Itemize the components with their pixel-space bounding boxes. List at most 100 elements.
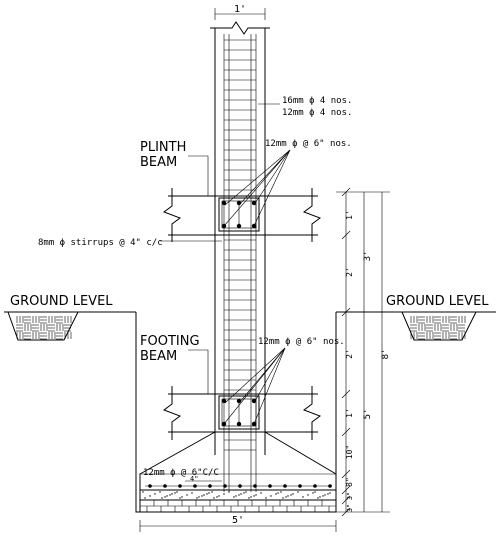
pcc-aggregate	[275, 493, 277, 495]
dim-3in-a: 3"	[346, 492, 354, 500]
ground-level-right: GROUND LEVEL	[336, 294, 496, 341]
pcc-aggregate	[277, 492, 279, 494]
dim-3ft: 3'	[363, 251, 373, 262]
pcc-aggregate	[218, 495, 220, 497]
pcc-aggregate	[223, 493, 225, 495]
pcc-aggregate	[154, 493, 156, 495]
pcc-aggregate	[317, 497, 319, 499]
pcc-aggregate	[287, 495, 289, 497]
mesh-bar-dot	[328, 484, 332, 488]
dim-2ft-a: 2'	[345, 267, 354, 277]
pcc-aggregate	[166, 495, 168, 497]
dim-2ft-b: 2'	[345, 349, 354, 359]
pcc-aggregate	[302, 496, 304, 498]
pcc-aggregate	[238, 494, 240, 496]
pcc-aggregate	[253, 495, 255, 497]
pcc-aggregate	[159, 491, 161, 493]
mesh-bar-dot	[253, 484, 257, 488]
mesh-bar-dot	[298, 484, 302, 488]
pcc-aggregate	[164, 496, 166, 498]
pcc-aggregate	[314, 491, 316, 493]
stirrups-callout: 8mm ϕ stirrups @ 4" c/c	[38, 238, 222, 248]
dim-tick	[341, 485, 351, 495]
dim-8ft: 8'	[381, 349, 391, 360]
pcc-aggregate	[307, 494, 309, 496]
mesh-bar-dot	[178, 484, 182, 488]
mesh-bar-dot	[313, 484, 317, 488]
pcc-aggregate	[282, 497, 284, 499]
dim-3in-b: 3"	[346, 504, 354, 512]
main-bars-text-2: 12mm ϕ 4 nos.	[282, 108, 352, 118]
ground-hatch-right	[410, 316, 466, 340]
dim-1ft-top: 1'	[345, 210, 354, 220]
pcc-aggregate	[312, 492, 314, 494]
footing-beam-bars-text: 12mm ϕ @ 6" nos.	[258, 337, 345, 347]
pcc-aggregate	[181, 496, 183, 498]
pcc-aggregate	[324, 494, 326, 496]
mesh-bar-dot	[208, 484, 212, 488]
mesh-bar-dot	[238, 484, 242, 488]
pcc-aggregate	[329, 492, 331, 494]
pcc-aggregate	[228, 491, 230, 493]
dim-10in: 10"	[345, 445, 354, 459]
pcc-aggregate	[235, 495, 237, 497]
pcc-bed	[142, 491, 331, 499]
pcc-aggregate	[270, 495, 272, 497]
column-width-dimension: 1'	[214, 4, 266, 20]
plinth-label-2: BEAM	[140, 155, 177, 170]
footing-mesh-text: 12mm ϕ @ 6"C/C	[143, 468, 219, 478]
stirrups-text: 8mm ϕ stirrups @ 4" c/c	[38, 238, 163, 248]
pcc-aggregate	[142, 491, 144, 493]
plinth-bars-text: 12mm ϕ @ 6" nos.	[265, 139, 352, 149]
pcc-aggregate	[297, 491, 299, 493]
ground-level-right-text: GROUND LEVEL	[386, 294, 489, 309]
pcc-aggregate	[198, 496, 200, 498]
pcc-aggregate	[216, 496, 218, 498]
pcc-aggregate	[250, 496, 252, 498]
pcc-aggregate	[191, 492, 193, 494]
pcc-aggregate	[327, 493, 329, 495]
pcc-aggregate	[248, 497, 250, 499]
footing-label-1: FOOTING	[140, 334, 200, 349]
main-bars-callout: 16mm ϕ 4 nos. 12mm ϕ 4 nos.	[258, 96, 352, 118]
dim-5ft: 5'	[363, 409, 373, 420]
footing-width-text: 5'	[232, 515, 244, 526]
pcc-aggregate	[196, 497, 198, 499]
ground-level-left-text: GROUND LEVEL	[10, 294, 113, 309]
pcc-aggregate	[322, 495, 324, 497]
pcc-aggregate	[233, 496, 235, 498]
plinth-label-1: PLINTH	[140, 140, 186, 155]
pcc-aggregate	[179, 497, 181, 499]
pcc-aggregate	[319, 496, 321, 498]
column-stirrups	[224, 39, 256, 451]
footing-mesh-bars	[148, 484, 332, 488]
pcc-aggregate	[285, 496, 287, 498]
pcc-aggregate	[176, 491, 178, 493]
brick-soling	[139, 500, 336, 512]
pcc-aggregate	[174, 492, 176, 494]
pcc-aggregate	[201, 495, 203, 497]
pcc-aggregate	[144, 497, 146, 499]
dim-1ft-b: 1'	[345, 408, 354, 418]
footing-bar-spacing-text: 4"	[190, 475, 198, 483]
pcc-aggregate	[290, 494, 292, 496]
dim-tick	[341, 495, 351, 505]
pcc-aggregate	[203, 494, 205, 496]
ground-level-left: GROUND LEVEL	[4, 294, 136, 341]
ground-hatch-left	[16, 316, 72, 340]
pcc-aggregate	[240, 493, 242, 495]
footing-label-2: BEAM	[140, 349, 177, 364]
pcc-aggregate	[255, 494, 257, 496]
pcc-aggregate	[169, 494, 171, 496]
footing-width-dimension: 5'	[139, 515, 337, 532]
plinth-beam: PLINTH BEAM 12mm ϕ @ 6" nos.	[140, 139, 352, 242]
dim-8in: 8"	[345, 477, 354, 487]
pcc-aggregate	[265, 497, 267, 499]
mesh-bar-dot	[193, 484, 197, 488]
pcc-aggregate	[245, 491, 247, 493]
pcc-aggregate	[161, 497, 163, 499]
pcc-aggregate	[206, 493, 208, 495]
pcc-aggregate	[213, 497, 215, 499]
vertical-dimensions: 1' 2' 2' 1' 10" 8" 3" 3" 3' 5' 8'	[336, 187, 391, 517]
pcc-aggregate	[171, 493, 173, 495]
